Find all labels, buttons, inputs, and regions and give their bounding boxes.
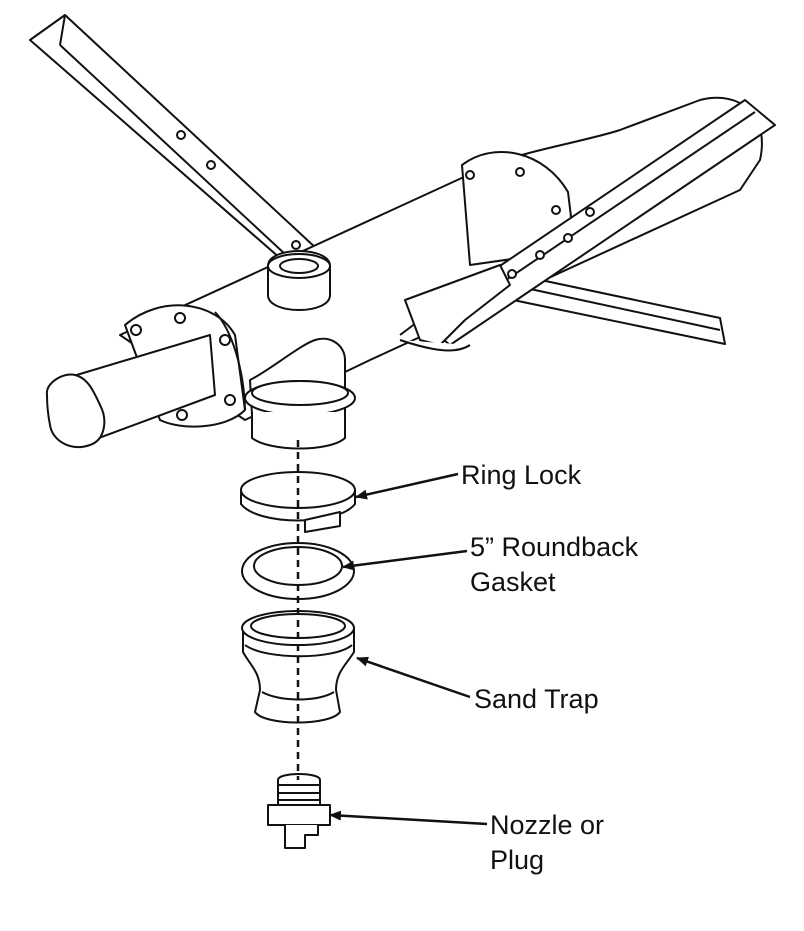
- ring-lock-label: Ring Lock: [461, 460, 582, 490]
- nozzle-leader-arrow: [329, 810, 488, 826]
- sand-trap-label: Sand Trap: [474, 684, 599, 714]
- gasket-leader-arrow: [342, 549, 468, 571]
- upper-left-truss-arm: [29, 14, 319, 273]
- nozzle-plug-part: [267, 773, 331, 849]
- nozzle-label-line2: Plug: [490, 845, 545, 875]
- gasket-label-line2: Gasket: [470, 567, 556, 597]
- truss-bracket: [399, 264, 511, 352]
- gasket-label-line1: 5” Roundback: [470, 532, 639, 562]
- top-coupler: [267, 250, 331, 311]
- outlet-elbow: [244, 337, 356, 450]
- ring-lock-leader-arrow: [355, 472, 459, 500]
- front-pipe-stub: [45, 334, 216, 448]
- nozzle-label-line1: Nozzle or: [490, 810, 605, 840]
- sand-trap-leader-arrow: [356, 656, 471, 699]
